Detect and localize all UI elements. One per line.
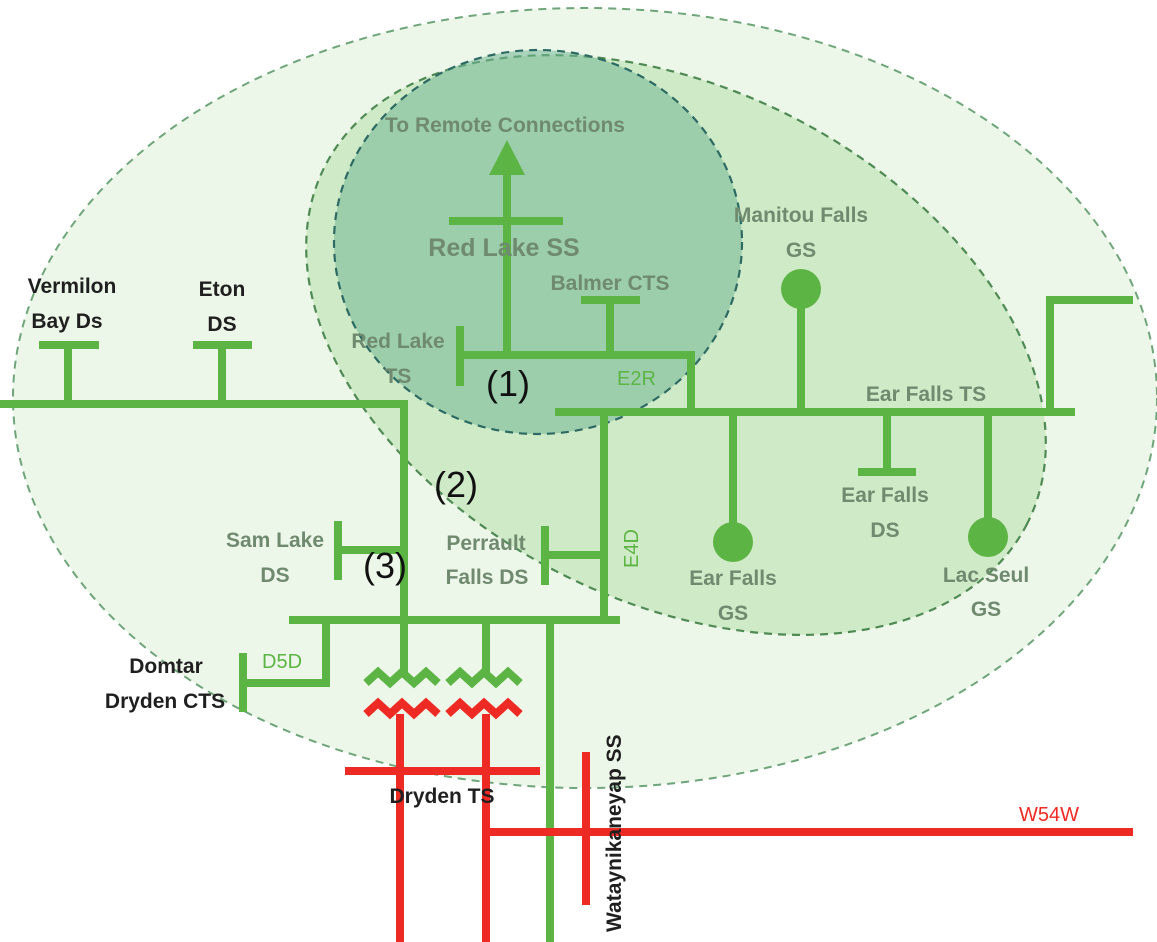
- zone-1-label: (1): [486, 363, 530, 404]
- northeast-line: [1046, 296, 1133, 412]
- e2r-line-label: E2R: [617, 368, 656, 390]
- sam-lake-tap: [334, 521, 404, 580]
- perrault-falls-ds-label: Falls DS: [446, 566, 529, 589]
- eton-label: Eton: [199, 278, 246, 301]
- vermilon-tap: [39, 341, 99, 404]
- manitou-falls-gs-node: [781, 269, 821, 309]
- sam-lake-ds-label: DS: [260, 564, 289, 587]
- red-lake-bus: [460, 351, 695, 412]
- vermilon-label: Vermilon: [28, 275, 117, 298]
- ear-falls-ts-label: Ear Falls TS: [866, 383, 986, 406]
- zone-2-label: (2): [434, 464, 478, 505]
- red-lake-ss-label: Red Lake SS: [428, 234, 579, 262]
- ear-falls-ds-tap: [858, 412, 916, 476]
- dryden-ts-label: Dryden TS: [389, 785, 494, 808]
- perrault-label: Perrault: [446, 532, 525, 555]
- ear-falls-ds-label: Ear Falls: [841, 484, 929, 507]
- red-lake-ts-sub-label: TS: [385, 365, 412, 388]
- vermilon-bay-ds-label: Bay Ds: [31, 310, 102, 333]
- wataynikaneyap-ss-label: Wataynikaneyap SS: [603, 734, 626, 932]
- zone-3-label: (3): [363, 545, 407, 586]
- e4d-line-label: E4D: [621, 529, 643, 568]
- d5d-line: [239, 620, 330, 712]
- lac-seul-label: Lac Seul: [943, 564, 1029, 587]
- w54w-line-label: W54W: [1019, 804, 1079, 826]
- zone-1-region: [332, 48, 744, 436]
- lac-seul-gs-node: [968, 517, 1008, 557]
- domtar-label: Domtar: [129, 655, 203, 678]
- ear-falls-ds-sub-label: DS: [870, 519, 899, 542]
- domtar-dryden-cts-label: Dryden CTS: [105, 690, 225, 713]
- west-line: [0, 400, 408, 672]
- red-network: [345, 697, 1133, 942]
- remote-arrow: [489, 140, 525, 175]
- manitou-gs-label: GS: [786, 239, 816, 262]
- transformer-1-green-winding: [363, 666, 441, 689]
- lac-seul-gs-label: GS: [971, 598, 1001, 621]
- eton-tap: [193, 341, 252, 404]
- ear-falls-gs-sub-label: GS: [718, 602, 748, 625]
- manitou-falls-label: Manitou Falls: [734, 204, 868, 227]
- balmer-cts-label: Balmer CTS: [550, 272, 669, 295]
- balmer-tap: [581, 296, 640, 355]
- perrault-tap: [541, 526, 604, 585]
- eton-ds-label: DS: [207, 313, 236, 336]
- red-lake-ts-label: Red Lake: [351, 330, 444, 353]
- transformer-2-green-winding: [445, 666, 523, 689]
- ear-falls-gs-label: Ear Falls: [689, 567, 777, 590]
- transformer-1-red-winding: [363, 697, 441, 720]
- ear-falls-gs-node: [713, 522, 753, 562]
- transformer-2-red-winding: [445, 697, 523, 720]
- sam-lake-label: Sam Lake: [226, 529, 324, 552]
- green-network: [0, 140, 1133, 942]
- remote-connections-label: To Remote Connections: [385, 114, 625, 137]
- d5d-line-label: D5D: [262, 651, 302, 673]
